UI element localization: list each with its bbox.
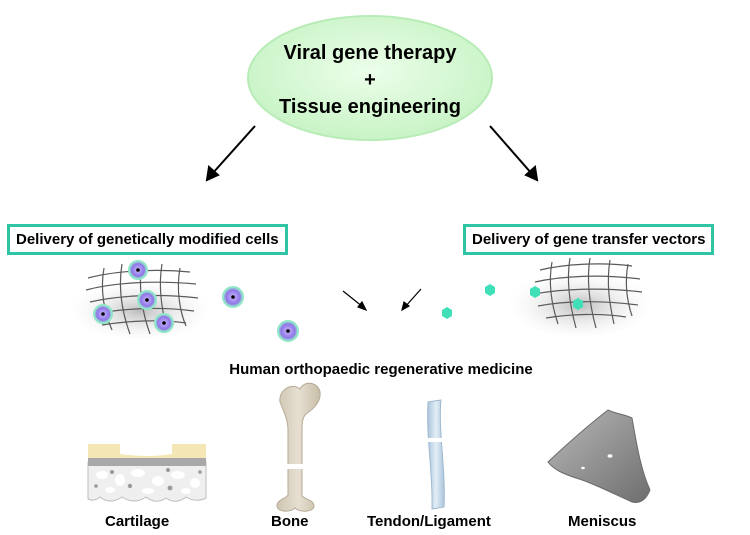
arrow-right-icon [489, 125, 539, 182]
meniscus-icon [547, 409, 651, 503]
tissue-label-cartilage: Cartilage [105, 513, 170, 530]
vector-particle-icon [485, 284, 495, 296]
title-plus: + [364, 68, 376, 91]
tissue-label-meniscus: Meniscus [568, 513, 637, 530]
cell-icon [93, 304, 113, 324]
tissue-label-bone: Bone [271, 513, 309, 530]
tendon-icon [424, 399, 448, 510]
cell-icon [277, 320, 299, 342]
vector-particle-icon [573, 298, 583, 310]
femur-bone-icon [276, 382, 321, 512]
arrow-small-right-icon [401, 288, 422, 312]
title-line-2: Tissue engineering [279, 95, 461, 118]
arrow-small-left-icon [342, 290, 368, 312]
title-line-1: Viral gene therapy [283, 41, 457, 64]
arrow-left-icon [205, 125, 256, 182]
cell-icon [154, 313, 174, 333]
caption-regenerative-medicine: Human orthopaedic regenerative medicine [229, 361, 533, 378]
cell-icon [222, 286, 244, 308]
cell-icon [128, 260, 148, 280]
central-ellipse [247, 15, 493, 141]
label-box-gene-transfer-vectors: Delivery of gene transfer vectors [463, 224, 715, 255]
cell-icon [137, 290, 157, 310]
tissue-label-tendon-ligament: Tendon/Ligament [367, 513, 491, 530]
scaffold-mesh-right-icon [508, 257, 652, 336]
cartilage-icon [87, 444, 207, 502]
modified-cells-group [93, 260, 299, 342]
vector-particle-icon [442, 307, 452, 319]
label-box-genetically-modified-cells: Delivery of genetically modified cells [7, 224, 288, 255]
gene-vectors-group [442, 284, 583, 319]
vector-particle-icon [530, 286, 540, 298]
central-title: Viral gene therapy + Tissue engineering [245, 20, 495, 140]
